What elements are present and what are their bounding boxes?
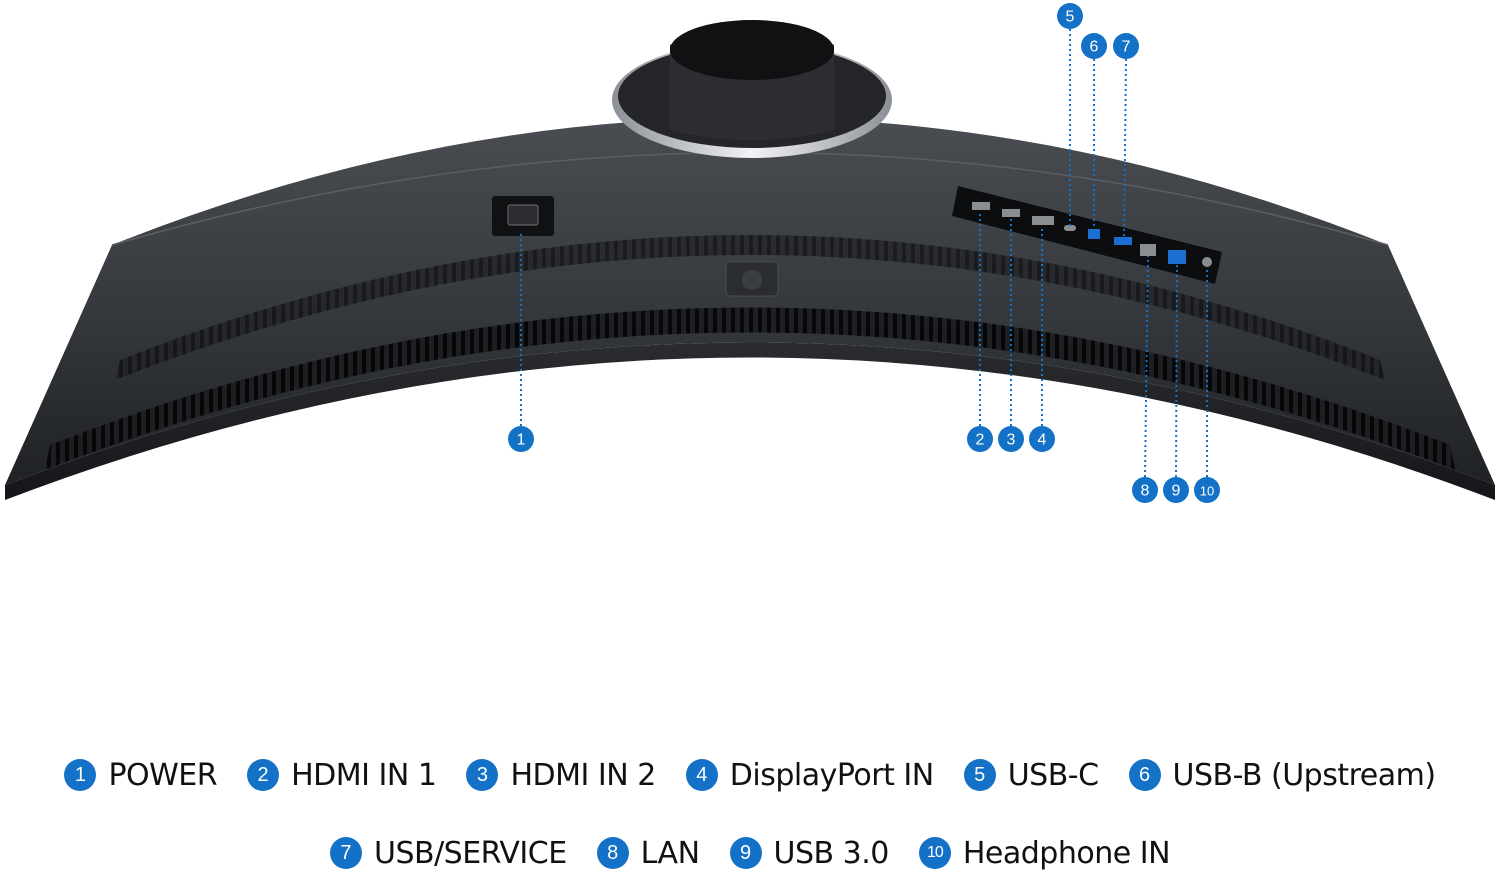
usb-service-port <box>1114 237 1132 245</box>
callout-badge-9: 9 <box>1163 477 1189 503</box>
monitor-back-shell <box>5 117 1495 485</box>
headphone-port <box>1202 257 1212 267</box>
callout-number: 4 <box>1038 432 1047 449</box>
legend-number-badge: 7 <box>329 837 362 869</box>
callout-number: 5 <box>1066 9 1075 26</box>
hdmi-in-2-port <box>1002 209 1020 217</box>
callout-number: 9 <box>1172 483 1181 500</box>
stand-top-opening <box>670 20 834 80</box>
callout-badge-4: 4 <box>1029 426 1055 452</box>
callout-number: 2 <box>976 432 985 449</box>
legend-number-badge: 5 <box>963 759 996 791</box>
legend-number-badge: 6 <box>1128 759 1161 791</box>
lan-port <box>1140 244 1156 256</box>
legend-number-badge: 1 <box>64 759 97 791</box>
callout-badge-5: 5 <box>1057 3 1083 29</box>
legend-label: HDMI IN 2 <box>510 757 656 793</box>
legend-label: USB-C <box>1007 757 1099 793</box>
usb-c-port <box>1064 225 1076 231</box>
hdmi-in-1-port <box>972 202 990 210</box>
port-panel <box>952 186 1222 284</box>
callout-badge-3: 3 <box>998 426 1024 452</box>
callout-badge-1: 1 <box>508 426 534 452</box>
legend-label: POWER <box>108 757 218 793</box>
legend-number-badge: 9 <box>729 837 762 869</box>
callout-line-8 <box>1144 255 1149 478</box>
legend-row-1: 1 POWER 2 HDMI IN 1 3 HDMI IN 2 4 Displa… <box>0 752 1500 798</box>
monitor-rear-diagram: 1 2 3 4 56 7 8 9 10 <box>5 3 1495 503</box>
legend-item-usb-service: 7 USB/SERVICE <box>329 835 567 871</box>
monitor-body <box>5 117 1495 500</box>
callout-badge-8: 8 <box>1132 477 1158 503</box>
legend-label: Headphone IN <box>962 835 1171 871</box>
legend-row-2: 7 USB/SERVICE 8 LAN 9 USB 3.0 10 Headpho… <box>0 830 1500 876</box>
legend-item-power: 1 POWER <box>64 757 218 793</box>
stand-mount <box>612 20 892 158</box>
legend-label: DisplayPort IN <box>729 757 934 793</box>
legend-item-headphone-in: 10 Headphone IN <box>918 835 1171 871</box>
callout-badges: 1 2 3 4 56 7 8 9 10 <box>508 3 1220 503</box>
legend-label: USB-B (Upstream) <box>1172 757 1437 793</box>
callout-badge-6: 6 <box>1081 33 1107 59</box>
legend-number-badge: 10 <box>918 837 951 869</box>
port-legend: 1 POWER 2 HDMI IN 1 3 HDMI IN 2 4 Displa… <box>0 740 1500 872</box>
callout-badge-10: 10 <box>1194 477 1220 503</box>
vent-strip <box>45 307 1455 470</box>
displayport-in-port <box>1032 216 1054 225</box>
legend-label: LAN <box>640 835 700 871</box>
callout-number: 3 <box>1007 432 1016 449</box>
callout-line-7 <box>1123 58 1127 241</box>
callout-badge-2: 2 <box>967 426 993 452</box>
legend-item-hdmi-in-1: 2 HDMI IN 1 <box>247 757 437 793</box>
monitor-front-edge <box>5 342 1495 500</box>
legend-item-displayport-in: 4 DisplayPort IN <box>685 757 934 793</box>
legend-number-badge: 3 <box>466 759 499 791</box>
legend-item-lan: 8 LAN <box>596 835 700 871</box>
legend-number-badge: 8 <box>596 837 629 869</box>
legend-item-usb-3-0: 9 USB 3.0 <box>729 835 890 871</box>
lower-vent-strip <box>115 235 1385 380</box>
usb-b-port <box>1088 229 1100 239</box>
power-port <box>492 196 554 236</box>
callout-number: 7 <box>1122 39 1131 56</box>
legend-item-usb-b-upstream: 6 USB-B (Upstream) <box>1128 757 1437 793</box>
callout-line-9 <box>1175 263 1178 478</box>
callout-badge-7: 7 <box>1113 33 1139 59</box>
legend-number-badge: 2 <box>247 759 280 791</box>
legend-label: HDMI IN 1 <box>291 757 437 793</box>
joystick-control <box>725 261 779 297</box>
callout-number: 8 <box>1141 483 1150 500</box>
legend-number-badge: 4 <box>685 759 718 791</box>
callout-number: 1 <box>517 432 526 449</box>
legend-item-hdmi-in-2: 3 HDMI IN 2 <box>466 757 656 793</box>
usb-3-port <box>1168 250 1186 264</box>
legend-item-usb-c: 5 USB-C <box>963 757 1099 793</box>
callout-number: 10 <box>1200 484 1214 499</box>
callout-leader-lines <box>520 29 1208 478</box>
legend-label: USB 3.0 <box>773 835 890 871</box>
legend-label: USB/SERVICE <box>373 835 567 871</box>
callout-number: 6 <box>1090 39 1099 56</box>
